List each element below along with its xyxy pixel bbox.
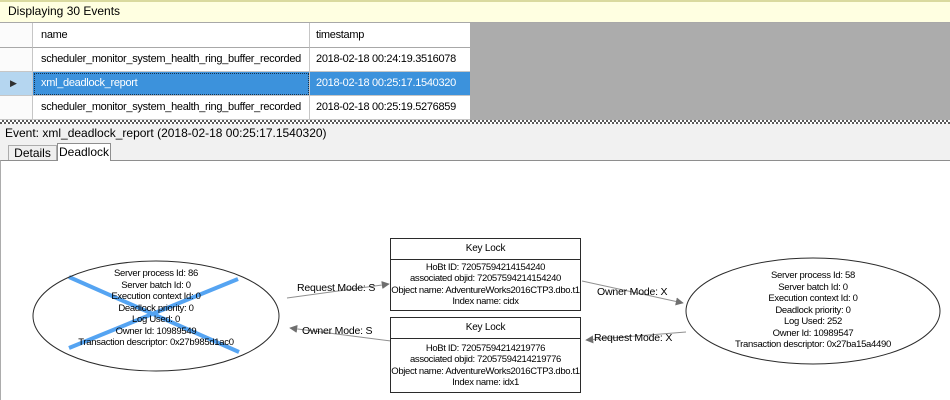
node-text-line: Server process Id: 86: [114, 268, 198, 279]
node-text-line: HoBt ID: 72057594214219776: [425, 343, 546, 354]
edge-owner-x: [581, 280, 684, 306]
table-row[interactable]: scheduler_monitor_system_health_ring_buf…: [0, 96, 470, 120]
tab-details[interactable]: Details: [8, 145, 57, 160]
event-timestamp-cell[interactable]: 2018-02-18 00:25:19.5276859: [310, 96, 470, 120]
row-header-cell[interactable]: ▶: [0, 72, 33, 96]
node-text-line: Execution context Id: 0: [111, 291, 201, 302]
column-header-name[interactable]: name: [33, 23, 310, 48]
detail-tabs: Details Deadlock: [0, 143, 950, 161]
event-name-cell[interactable]: scheduler_monitor_system_health_ring_buf…: [33, 96, 310, 120]
resource-node-bottom[interactable]: [390, 317, 581, 393]
grid-header-row: name timestamp: [0, 23, 470, 48]
bottom-resource-text: HoBt ID: 72057594214219776 associated ob…: [391, 343, 580, 389]
node-text-line: Server batch Id: 0: [121, 279, 191, 291]
node-text-line: associated objid: 72057594214154240: [410, 273, 561, 285]
table-row[interactable]: scheduler_monitor_system_health_ring_buf…: [0, 48, 470, 72]
displaying-events-text: Displaying 30 Events: [8, 4, 121, 18]
bottom-resource-title: Key Lock: [465, 322, 506, 333]
right-process-text: Server process Id: 58 Server batch Id: 0…: [683, 270, 943, 351]
left-process-text: Server process Id: 86 Server batch Id: 0…: [36, 268, 276, 349]
event-timestamp-cell[interactable]: 2018-02-18 00:25:17.1540320: [310, 72, 470, 96]
top-resource-text: HoBt ID: 72057594214154240 associated ob…: [391, 262, 580, 308]
event-name-cell[interactable]: scheduler_monitor_system_health_ring_buf…: [33, 48, 310, 72]
node-text-line: associated objid: 72057594214219776: [410, 354, 561, 366]
node-text-line: Server batch Id: 0: [778, 281, 848, 293]
process-node-left[interactable]: [32, 260, 280, 372]
node-text-line: Deadlock priority: 0: [775, 304, 851, 316]
displaying-events-banner: Displaying 30 Events: [0, 0, 950, 23]
node-text-line: Index name: idx1: [452, 377, 519, 389]
node-text-line: HoBt ID: 72057594214154240: [425, 262, 546, 273]
row-header-cell[interactable]: [0, 96, 33, 120]
event-header-bar: Event: xml_deadlock_report (2018-02-18 0…: [0, 124, 950, 143]
column-header-timestamp[interactable]: timestamp: [310, 23, 470, 48]
row-header-cell[interactable]: [0, 48, 33, 72]
node-text-line: Transaction descriptor: 0x27ba15a4490: [735, 339, 891, 350]
process-node-right[interactable]: [685, 257, 941, 365]
current-row-arrow-icon: ▶: [10, 78, 17, 88]
edge-label-request-x: Request Mode: X: [594, 332, 673, 344]
edge-label-request-s: Request Mode: S: [297, 282, 376, 294]
pane-splitter[interactable]: [0, 120, 950, 124]
edge-label-owner-s: Owner Mode: S: [302, 325, 373, 337]
event-name-cell[interactable]: xml_deadlock_report: [33, 72, 310, 96]
table-row-selected[interactable]: ▶ xml_deadlock_report 2018-02-18 00:25:1…: [0, 72, 470, 96]
node-text-line: Object name: AdventureWorks2016CTP3.dbo.…: [391, 284, 580, 296]
event-header-text: Event: xml_deadlock_report (2018-02-18 0…: [5, 126, 327, 140]
edge-request-x: [585, 331, 687, 344]
events-grid-table: name timestamp scheduler_monitor_system_…: [0, 23, 470, 120]
deadlock-graph-pane: Server process Id: 86 Server batch Id: 0…: [0, 160, 950, 400]
node-text-line: Index name: cidx: [452, 296, 519, 308]
events-grid: name timestamp scheduler_monitor_system_…: [0, 23, 950, 120]
node-text-line: Transaction descriptor: 0x27b985d1ac0: [78, 337, 234, 348]
deadlock-graph-svg: [32, 238, 941, 393]
tab-deadlock[interactable]: Deadlock: [57, 143, 111, 161]
event-timestamp-cell[interactable]: 2018-02-18 00:24:19.3516078: [310, 48, 470, 72]
node-text-line: Deadlock priority: 0: [118, 302, 194, 314]
edge-request-s: [286, 281, 390, 299]
edge-label-owner-x: Owner Mode: X: [597, 286, 668, 298]
edge-owner-s: [289, 324, 392, 342]
grid-corner-cell: [0, 23, 33, 48]
node-text-line: Object name: AdventureWorks2016CTP3.dbo.…: [391, 365, 580, 377]
node-text-line: Log Used: 252: [784, 316, 842, 327]
edge-lines: [286, 280, 687, 344]
resource-node-top[interactable]: [390, 238, 581, 311]
victim-cross-icon: [68, 275, 240, 354]
node-text-line: Owner Id: 10989547: [772, 327, 854, 339]
top-resource-title: Key Lock: [465, 243, 506, 254]
node-text-line: Server process Id: 58: [771, 270, 855, 281]
node-text-line: Execution context Id: 0: [768, 293, 858, 304]
node-text-line: Log Used: 0: [132, 314, 180, 325]
node-text-line: Owner Id: 10989549: [115, 325, 197, 337]
